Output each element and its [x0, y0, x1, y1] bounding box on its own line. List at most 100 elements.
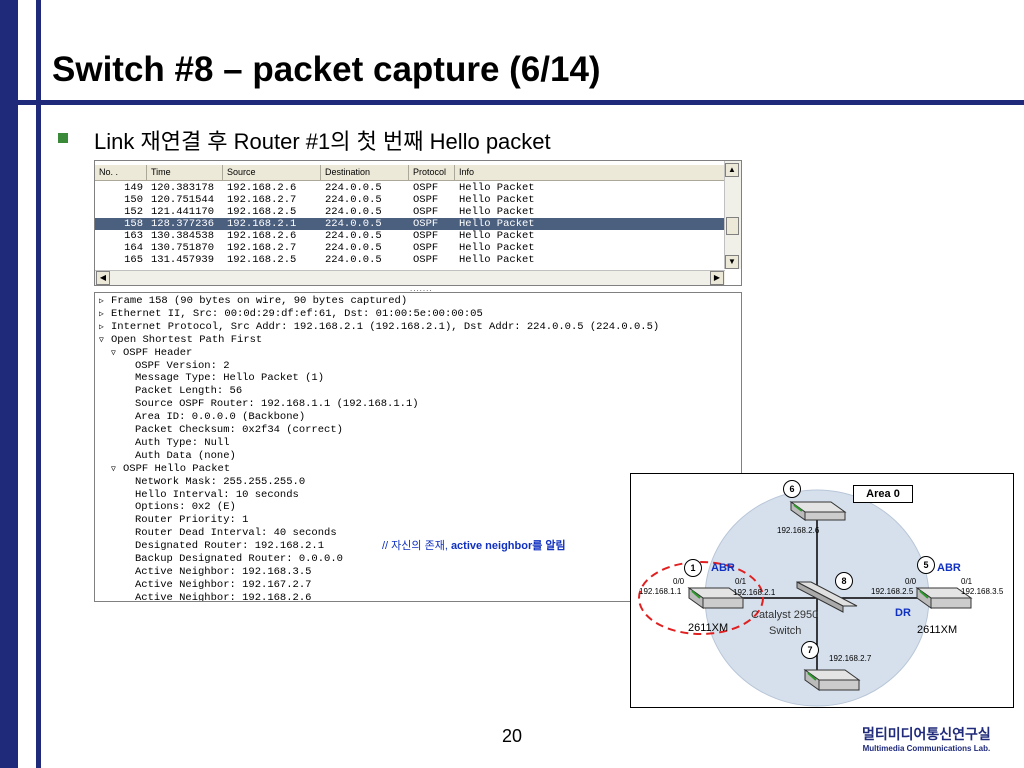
tree-field[interactable]: Router Priority: 1 — [135, 514, 248, 527]
tree-field[interactable]: Source OSPF Router: 192.168.1.1 (192.168… — [135, 398, 419, 411]
scroll-left-icon[interactable]: ◀ — [96, 271, 110, 285]
tree-field[interactable]: Router Dead Interval: 40 seconds — [135, 527, 337, 540]
cell-destination: 224.0.0.5 — [325, 218, 382, 230]
tree-text: Packet Length: 56 — [135, 385, 243, 398]
scroll-down-icon[interactable]: ▼ — [725, 255, 739, 269]
cell-destination: 224.0.0.5 — [325, 194, 382, 206]
tree-node[interactable]: ▽OSPF Header — [111, 347, 192, 360]
cell-time: 128.377236 — [151, 218, 215, 230]
node-1-ip-right: 192.168.2.1 — [733, 588, 776, 597]
tree-node[interactable]: ▷Ethernet II, Src: 00:0d:29:df:ef:61, Ds… — [99, 308, 483, 321]
tree-field[interactable]: Packet Checksum: 0x2f34 (correct) — [135, 424, 343, 437]
tree-field[interactable]: OSPF Version: 2 — [135, 360, 230, 373]
page-number: 20 — [502, 726, 523, 746]
cell-source: 192.168.2.6 — [227, 182, 297, 194]
packet-list-header: No. . Time Source Destination Protocol I… — [95, 165, 725, 181]
node-5-ip-right: 192.168.3.5 — [961, 587, 1004, 596]
tree-text: Designated Router: 192.168.2.1 — [135, 540, 325, 553]
tree-text: Network Mask: 255.255.255.0 — [135, 475, 306, 488]
tree-node[interactable]: ▽ OSPF Hello Packet — [111, 463, 230, 476]
tree-text: Router Priority: 1 — [135, 514, 249, 527]
cell-no: 158 — [124, 218, 143, 230]
tree-field[interactable]: Active Neighbor: 192.168.3.5 — [135, 566, 311, 579]
tree-text: Area ID: 0.0.0.0 (Backbone) — [135, 411, 306, 424]
tree-field[interactable]: Options: 0x2 (E) — [135, 501, 236, 514]
tree-field[interactable]: Network Mask: 255.255.255.0 — [135, 476, 305, 489]
cell-protocol: OSPF — [413, 206, 439, 218]
cell-info: Hello Packet — [459, 230, 535, 242]
tree-node[interactable]: ▷Frame 158 (90 bytes on wire, 90 bytes c… — [99, 295, 407, 308]
bullet-text: Link 재연결 후 Router #1의 첫 번째 Hello packet — [94, 129, 551, 154]
tree-field[interactable]: Active Neighbor: 192.167.2.7 — [135, 579, 311, 592]
cell-source: 192.168.2.1 — [227, 218, 297, 230]
tree-text: Hello Interval: 10 seconds — [135, 488, 299, 501]
cell-destination: 224.0.0.5 — [325, 230, 382, 242]
col-header-time[interactable]: Time — [147, 165, 223, 180]
cell-destination: 224.0.0.5 — [325, 182, 382, 194]
tree-field[interactable]: Area ID: 0.0.0.0 (Backbone) — [135, 411, 305, 424]
expanded-arrow-icon[interactable]: ▽ — [111, 464, 116, 474]
pane-splitter[interactable]: ....... — [410, 284, 433, 293]
cell-source: 192.168.2.5 — [227, 254, 297, 266]
cell-time: 130.751870 — [151, 242, 215, 254]
tree-text: Internet Protocol, Src Addr: 192.168.2.1… — [111, 320, 660, 333]
node-8-label-line2: Switch — [769, 625, 802, 637]
cell-source: 192.168.2.5 — [227, 206, 297, 218]
cell-protocol: OSPF — [413, 230, 439, 242]
expanded-arrow-icon[interactable]: ▽ — [111, 348, 116, 358]
scroll-right-icon[interactable]: ▶ — [710, 271, 724, 285]
left-accent-line — [36, 0, 41, 768]
lab-logo: 멀티미디어통신연구실 Multimedia Communications Lab… — [862, 724, 991, 753]
tree-node[interactable]: ▷ Internet Protocol, Src Addr: 192.168.2.… — [99, 321, 659, 334]
node-1-role: ABR — [711, 562, 735, 574]
col-header-destination[interactable]: Destination — [321, 165, 409, 180]
tree-field[interactable]: Auth Type: Null — [135, 437, 230, 450]
collapsed-arrow-icon[interactable]: ▷ — [99, 297, 104, 306]
cell-protocol: OSPF — [413, 254, 439, 266]
node-6-number: 6 — [783, 480, 801, 498]
cell-no: 164 — [124, 242, 143, 254]
node-1-if0: 0/0 — [673, 577, 685, 586]
node-5-if1: 0/1 — [961, 577, 973, 586]
collapsed-arrow-icon[interactable]: ▷ — [99, 322, 104, 332]
packet-list-pane: No. . Time Source Destination Protocol I… — [94, 160, 742, 286]
tree-field[interactable]: Auth Data (none) — [135, 450, 236, 463]
annotation-bold: active neighbor — [450, 540, 533, 552]
packet-list-hscroll[interactable]: ◀ ▶ — [95, 270, 725, 285]
tree-node[interactable]: ▽Open Shortest Path First — [99, 334, 262, 347]
cell-no: 150 — [124, 194, 143, 206]
cell-no: 163 — [124, 230, 143, 242]
cell-info: Hello Packet — [459, 254, 535, 266]
col-header-info[interactable]: Info — [455, 165, 725, 180]
cell-time: 120.383178 — [151, 182, 215, 194]
node-5-number: 5 — [917, 556, 935, 574]
col-header-source[interactable]: Source — [223, 165, 321, 180]
vscroll-thumb[interactable] — [726, 217, 739, 235]
scroll-up-icon[interactable]: ▲ — [725, 163, 739, 177]
slide-title: Switch #8 – packet capture (6/14) — [52, 50, 601, 89]
tree-field[interactable]: Message Type: Hello Packet (1) — [135, 372, 324, 385]
collapsed-arrow-icon[interactable]: ▷ — [99, 309, 104, 319]
tree-field[interactable]: Hello Interval: 10 seconds — [135, 489, 299, 502]
cell-source: 192.168.2.6 — [227, 230, 297, 242]
tree-text: OSPF Hello Packet — [123, 462, 231, 475]
tree-field[interactable]: Designated Router: 192.168.2.1 — [135, 540, 324, 553]
packet-list-vscroll[interactable]: ▲ ▼ — [724, 161, 741, 269]
tree-field[interactable]: Backup Designated Router: 0.0.0.0 — [135, 553, 343, 566]
tree-text: Active Neighbor: 192.167.2.7 — [135, 578, 312, 591]
col-header-no[interactable]: No. . — [95, 165, 147, 180]
cell-info: Hello Packet — [459, 182, 535, 194]
expanded-arrow-icon[interactable]: ▽ — [99, 335, 104, 345]
tree-text: Message Type: Hello Packet (1) — [135, 372, 325, 385]
node-1-ip-left: 192.168.1.1 — [639, 587, 682, 596]
tree-field[interactable]: Active Neighbor: 192.168.2.6 — [135, 592, 311, 601]
tree-field[interactable]: Packet Length: 56 — [135, 385, 242, 398]
col-header-protocol[interactable]: Protocol — [409, 165, 455, 180]
